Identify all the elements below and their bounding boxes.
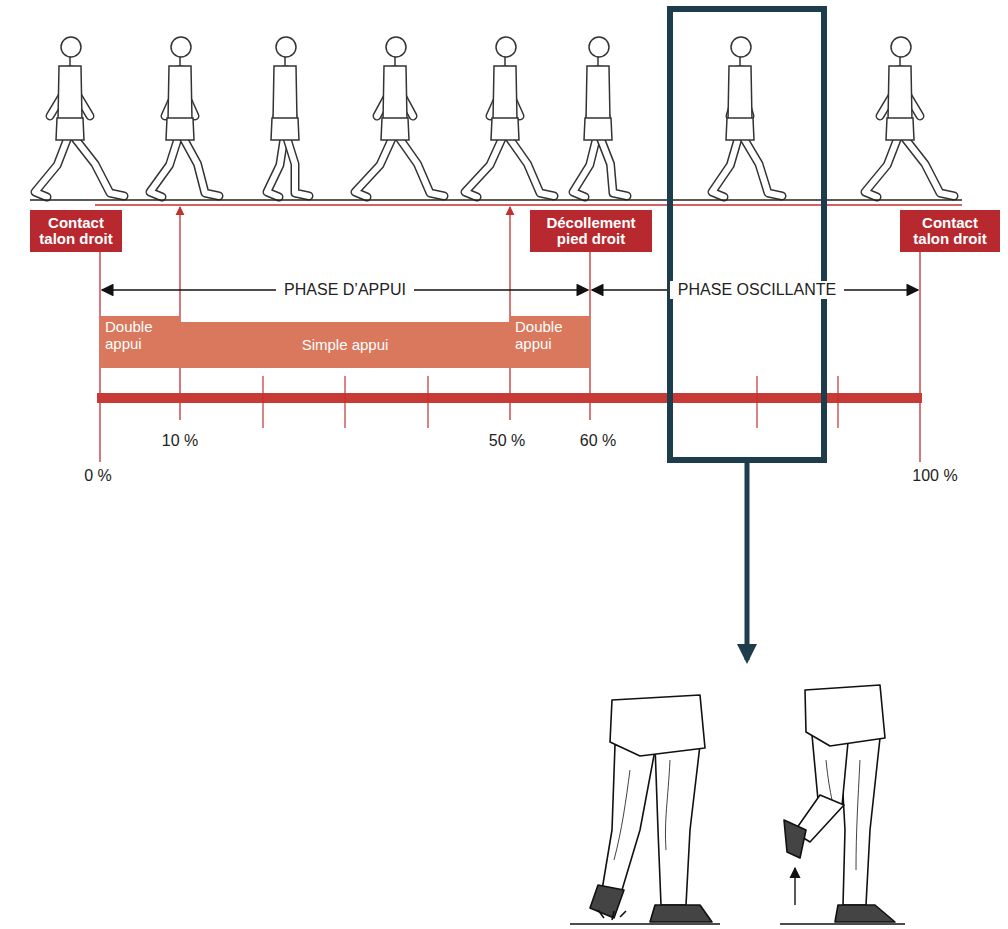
support-band: Simple appui <box>180 322 510 368</box>
support-band: Double appui <box>510 316 590 368</box>
event-tag: Contact talon droit <box>900 210 1000 252</box>
cycle-bar <box>97 393 922 403</box>
percent-label: 50 % <box>489 432 525 450</box>
walking-figures <box>35 37 954 197</box>
walking-figure <box>712 37 782 197</box>
walking-figure <box>35 37 124 197</box>
support-band: Double appui <box>100 316 180 368</box>
percent-label: 10 % <box>162 432 198 450</box>
node-text: Double appui <box>105 319 175 352</box>
phase-markers <box>100 207 920 462</box>
event-tag: Contact talon droit <box>30 210 122 252</box>
leg-sketch <box>570 695 720 924</box>
node-text: Contact talon droit <box>34 215 118 247</box>
walking-figure <box>573 37 627 197</box>
node-text: Contact talon droit <box>904 215 996 247</box>
highlight-frame <box>670 9 824 460</box>
phase-label: PHASE OSCILLANTE <box>670 281 844 299</box>
node-text: Simple appui <box>302 337 389 354</box>
node-text: Décollement pied droit <box>534 215 648 247</box>
percent-label: 60 % <box>580 432 616 450</box>
ground-line <box>95 204 962 206</box>
walking-figure <box>267 37 309 197</box>
walking-figure <box>150 37 219 197</box>
walking-figure <box>355 37 444 197</box>
node-text: Double appui <box>515 319 585 352</box>
zoom-arrow <box>745 463 750 660</box>
walking-figure <box>865 37 954 197</box>
percent-label: 100 % <box>912 467 957 485</box>
walking-figure <box>465 37 554 197</box>
tick-marks <box>263 376 838 428</box>
leg-sketch <box>780 685 905 924</box>
phase-label: PHASE D’APPUI <box>276 281 414 299</box>
percent-label: 0 % <box>84 467 112 485</box>
event-tag: Décollement pied droit <box>530 210 652 252</box>
